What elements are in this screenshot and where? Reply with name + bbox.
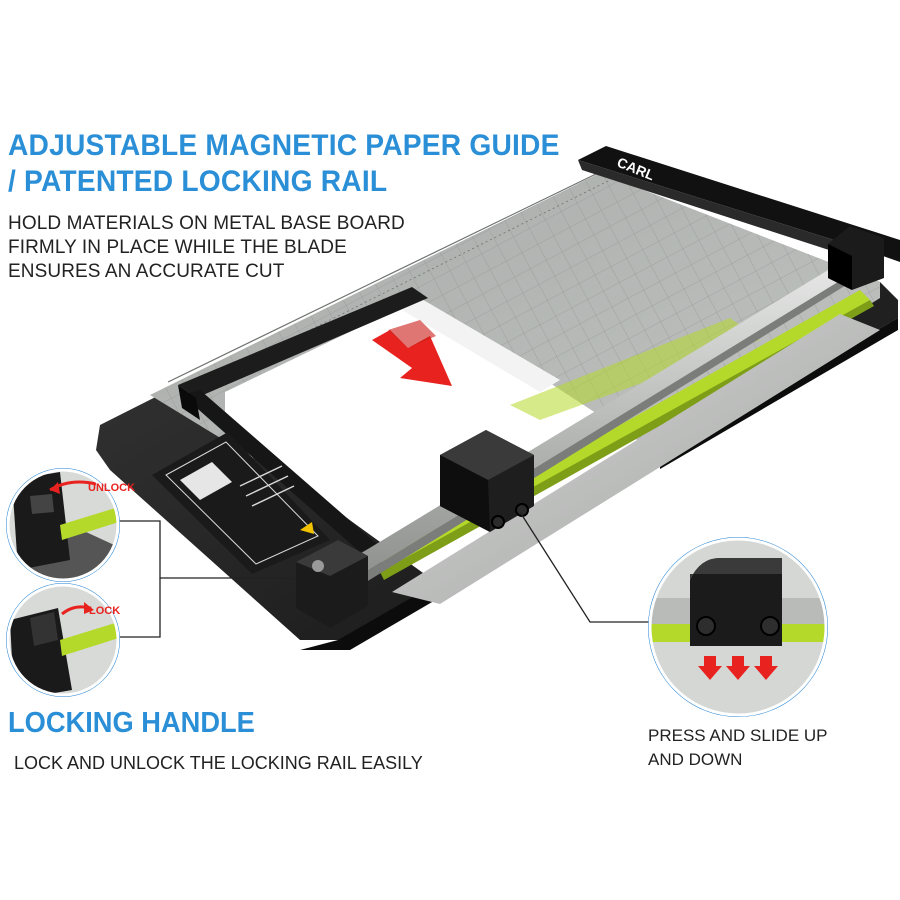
feature-headline: ADJUSTABLE MAGNETIC PAPER GUIDE / PATENT…: [8, 128, 560, 200]
press-slide-note: PRESS AND SLIDE UP AND DOWN: [648, 724, 828, 772]
locking-handle-title: LOCKING HANDLE: [8, 707, 255, 739]
headline-line-1: ADJUSTABLE MAGNETIC PAPER GUIDE: [8, 129, 560, 162]
locking-handle-block: [296, 540, 368, 628]
description-line-3: ENSURES AN ACCURATE CUT: [8, 261, 285, 282]
description-line-2: FIRMLY IN PLACE WHILE THE BLADE: [8, 237, 347, 258]
unlock-detail-circle: UNLOCK: [6, 468, 135, 582]
lock-detail-circle: LOCK: [6, 583, 120, 697]
locking-handle-description: LOCK AND UNLOCK THE LOCKING RAIL EASILY: [14, 753, 423, 773]
unlock-label: UNLOCK: [88, 482, 135, 494]
callout-lines: [118, 511, 650, 638]
top-guide-bar: [578, 146, 900, 262]
press-note-line-1: PRESS AND SLIDE UP: [648, 726, 828, 745]
feature-description: HOLD MATERIALS ON METAL BASE BOARD FIRML…: [8, 212, 405, 284]
description-line-1: HOLD MATERIALS ON METAL BASE BOARD: [8, 213, 405, 234]
blade-cutting-head: [440, 430, 534, 532]
rail-end-cap: [828, 226, 884, 290]
press-note-line-2: AND DOWN: [648, 750, 743, 769]
press-detail-circle: [648, 537, 828, 717]
direction-arrow: [372, 320, 452, 386]
lock-label: LOCK: [89, 605, 120, 617]
magnetic-paper-guide: [178, 287, 428, 552]
warning-label: [152, 432, 330, 574]
headline-line-2: / PATENTED LOCKING RAIL: [8, 165, 388, 198]
